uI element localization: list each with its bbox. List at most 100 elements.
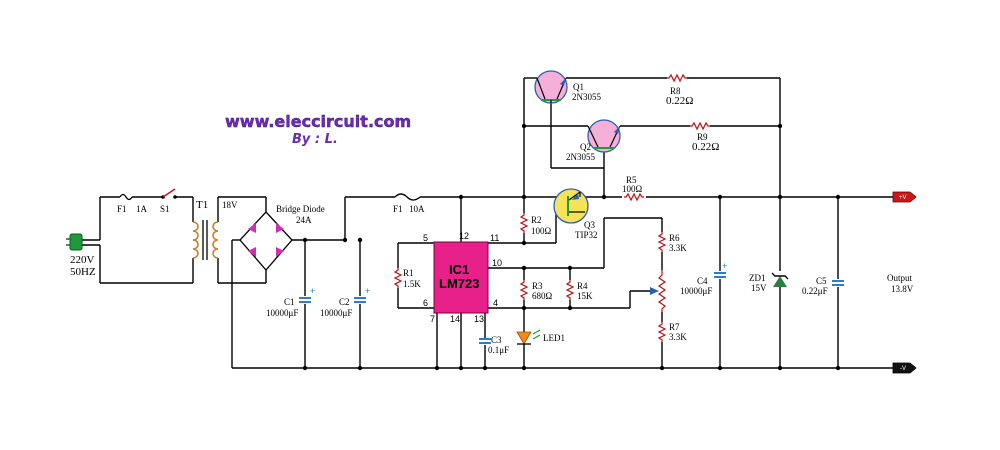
q2-name: Q2 [580, 142, 591, 152]
c4-name: C4 [697, 276, 708, 286]
c1-name: C1 [284, 297, 295, 307]
junctions [302, 123, 841, 371]
website-title: www.eleccircuit.com [225, 112, 411, 131]
ic-pin-7: 7 [430, 314, 435, 324]
ic-pin-4: 4 [493, 298, 498, 308]
ic-pin-6: 6 [423, 298, 428, 308]
r1-value: 1.5K [403, 279, 421, 289]
input-voltage-label: 220V [70, 254, 95, 266]
capacitor-c1-icon: + [298, 286, 315, 303]
resistor-r9-icon [689, 122, 711, 130]
bridge-name: Bridge Diode [276, 204, 325, 214]
resistor-r6-icon [658, 231, 666, 253]
ic-pin-11: 11 [490, 233, 499, 243]
r1-name: R1 [403, 268, 414, 278]
terminal-positive[interactable]: +V [892, 191, 917, 203]
transistor-q3-icon [553, 188, 589, 224]
ic-pin-5: 5 [423, 233, 428, 243]
switch-name: S1 [160, 204, 170, 214]
q1-name: Q1 [573, 82, 584, 92]
r4-name: R4 [577, 281, 588, 291]
capacitor-c3-icon [478, 338, 492, 344]
resistor-r8-icon [666, 74, 688, 82]
author-credit: By : L. [292, 132, 338, 147]
r5-value: 100Ω [622, 184, 643, 194]
r9-name: R9 [697, 132, 708, 142]
r8-value: 0.22Ω [666, 95, 693, 107]
ic-lm723 [433, 241, 489, 314]
r5-name: R5 [626, 175, 637, 185]
led-name: LED1 [543, 333, 565, 343]
bridge-diode-icon [239, 211, 293, 271]
c1-value: 10000μF [266, 308, 298, 318]
terminal-negative-label: -V [900, 366, 906, 372]
r6-name: R6 [669, 233, 680, 243]
r7-value: 3.3K [669, 332, 687, 342]
ic-pin-10: 10 [492, 258, 502, 268]
transformer-secondary: 18V [222, 200, 238, 210]
c5-value: 0.22μF [802, 286, 828, 296]
fuse-in-rating: 1A [136, 204, 148, 214]
ic-pin-14: 14 [450, 314, 460, 324]
transformer-name: T1 [196, 199, 208, 211]
transistor-q2-icon [587, 119, 621, 153]
transformer-icon [192, 220, 219, 260]
c3-value: 0.1μF [488, 345, 509, 355]
fuse-out-rating: 10A [409, 204, 425, 214]
ic-name: IC1 [449, 262, 469, 277]
svg-text:+: + [722, 261, 727, 271]
r2-value: 100Ω [531, 226, 552, 236]
terminal-negative[interactable]: -V [892, 362, 917, 374]
zener-diode-icon [771, 272, 789, 287]
output-voltage: 13.8V [891, 284, 914, 294]
wires [80, 77, 895, 369]
fuse-in-name: F1 [117, 204, 127, 214]
c4-value: 10000μF [680, 286, 712, 296]
resistor-r3-icon [520, 279, 528, 301]
c2-value: 10000μF [320, 308, 352, 318]
capacitor-c5-icon [831, 280, 845, 286]
resistor-r1-icon [394, 267, 402, 289]
capacitor-c4-icon: + [713, 261, 727, 278]
svg-text:+: + [310, 286, 315, 296]
q3-name: Q3 [584, 220, 595, 230]
zd1-value: 15V [751, 283, 767, 293]
switch-icon [161, 188, 177, 199]
resistor-r7-icon [658, 321, 666, 343]
c5-name: C5 [816, 276, 827, 286]
transistor-q1-icon [534, 70, 568, 104]
output-label: Output [887, 273, 913, 283]
led-icon [516, 329, 541, 345]
potentiometer-icon [650, 270, 667, 312]
input-frequency-label: 50HZ [70, 266, 96, 278]
r3-name: R3 [532, 281, 543, 291]
ic-part: LM723 [439, 276, 479, 291]
c3-name: C3 [491, 335, 502, 345]
resistor-r2-icon [520, 212, 528, 234]
c2-name: C2 [339, 297, 350, 307]
r7-name: R7 [669, 322, 680, 332]
r2-name: R2 [531, 215, 542, 225]
capacitor-c2-icon: + [353, 286, 370, 303]
fuse-out-icon [394, 193, 421, 201]
bridge-rating: 24A [296, 215, 312, 225]
ic-pin-13: 13 [474, 314, 484, 324]
r9-value: 0.22Ω [692, 141, 719, 153]
resistor-r5-icon [623, 193, 645, 201]
fuse-in-icon [119, 193, 133, 201]
q1-part: 2N3055 [572, 92, 601, 102]
fuse-out-name: F1 [393, 204, 403, 214]
terminal-positive-label: +V [899, 195, 907, 201]
ac-plug-icon [66, 233, 83, 251]
svg-text:+: + [365, 286, 370, 296]
r4-value: 15K [577, 291, 593, 301]
resistor-r4-icon [566, 279, 574, 301]
q3-part: TIP32 [575, 230, 598, 240]
r6-value: 3.3K [669, 243, 687, 253]
q2-part: 2N3055 [566, 152, 595, 162]
r3-value: 680Ω [532, 291, 553, 301]
r8-name: R8 [670, 86, 681, 96]
ic-pin-12: 12 [459, 231, 469, 241]
